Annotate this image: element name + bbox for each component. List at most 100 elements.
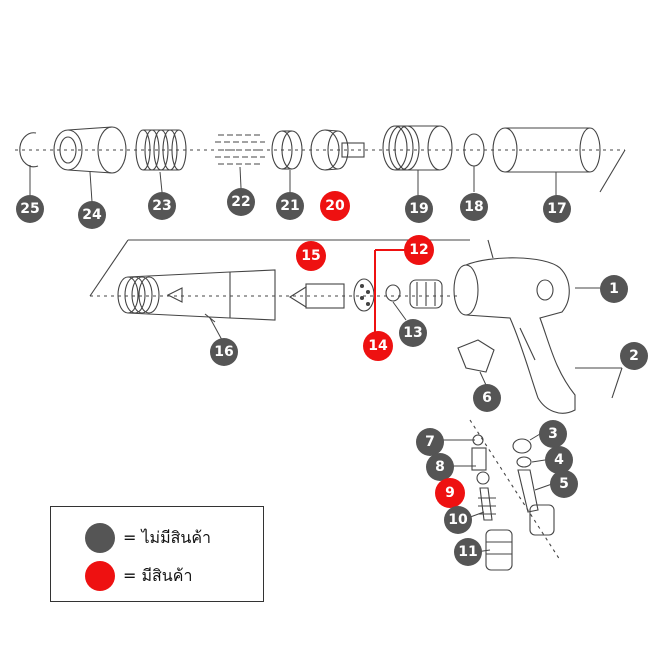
legend-unavailable-text: = ไม่มีสินค้า: [123, 527, 212, 547]
part-marker-circle: [399, 319, 427, 347]
part-marker-17: 17: [543, 195, 571, 223]
part-marker-circle: [543, 195, 571, 223]
part-marker-circle: [473, 384, 501, 412]
part-marker-label: 14: [368, 338, 388, 354]
part-marker-25: 25: [16, 195, 44, 223]
part-marker-label: 8: [435, 459, 445, 475]
part-20-drawing: [310, 129, 365, 171]
part-16-drawing: [117, 269, 276, 323]
legend-available-text: = มีสินค้า: [123, 565, 193, 585]
part-marker-8: 8: [426, 453, 454, 481]
part-marker-circle: [600, 275, 628, 303]
part-7-11-drawing: [458, 434, 513, 571]
part-marker-label: 13: [403, 325, 422, 341]
part-marker-label: 9: [445, 485, 455, 501]
part-marker-10: 10: [444, 506, 472, 534]
part-marker-label: 21: [280, 198, 299, 214]
part-marker-label: 10: [448, 512, 468, 528]
part-marker-label: 3: [548, 426, 558, 442]
part-1-drawing: [453, 239, 600, 414]
part-marker-16: 16: [210, 338, 238, 366]
part-marker-circle: [454, 538, 482, 566]
part-24-drawing: [53, 126, 127, 174]
legend-available-swatch: [85, 561, 115, 591]
part-6-drawing: [457, 339, 495, 373]
part-15-drawing: [288, 283, 345, 309]
part-marker-21: 21: [276, 192, 304, 220]
part-marker-circle: [416, 428, 444, 456]
part-marker-circle: [148, 192, 176, 220]
part-marker-label: 15: [301, 248, 320, 264]
part-marker-label: 22: [231, 194, 250, 210]
part-marker-7: 7: [416, 428, 444, 456]
part-marker-label: 2: [629, 348, 639, 364]
part-marker-label: 16: [214, 344, 233, 360]
legend: = ไม่มีสินค้า = มีสินค้า: [50, 506, 264, 602]
part-25-drawing: [19, 132, 39, 168]
part-23-drawing: [135, 129, 187, 171]
part-marker-22: 22: [227, 188, 255, 216]
part-13-drawing: [385, 284, 401, 302]
part-marker-14: 14: [363, 331, 393, 361]
part-marker-label: 18: [464, 199, 483, 215]
part-marker-circle: [320, 191, 350, 221]
part-marker-circle: [363, 331, 393, 361]
part-marker-label: 4: [554, 452, 564, 468]
part-marker-19: 19: [405, 195, 433, 223]
part-marker-label: 1: [609, 281, 619, 297]
part-marker-11: 11: [454, 538, 482, 566]
part-marker-circle: [444, 506, 472, 534]
part-2-leader-end: [611, 367, 623, 399]
legend-row-unavailable: = ไม่มีสินค้า: [85, 523, 211, 553]
top-bracket-line: [599, 149, 626, 193]
part-marker-label: 11: [458, 544, 477, 560]
part-marker-circle: [539, 420, 567, 448]
part-17-drawing: [492, 127, 601, 173]
part-marker-circle: [16, 195, 44, 223]
part-marker-circle: [405, 195, 433, 223]
part-3-5-drawing: [469, 419, 561, 561]
part-marker-9: 9: [435, 478, 465, 508]
part-marker-circle: [435, 478, 465, 508]
part-marker-label: 6: [482, 390, 492, 406]
part-marker-23: 23: [148, 192, 176, 220]
part-marker-label: 12: [409, 242, 428, 258]
legend-row-available: = มีสินค้า: [85, 561, 192, 591]
part-marker-circle: [426, 453, 454, 481]
part-marker-24: 24: [78, 201, 106, 229]
part-marker-label: 25: [20, 201, 39, 217]
part-marker-label: 5: [559, 476, 569, 492]
part-21-drawing: [271, 130, 303, 170]
part-marker-circle: [78, 201, 106, 229]
part-marker-circle: [227, 188, 255, 216]
part-18-drawing: [463, 133, 485, 167]
part-22-drawing: [215, 134, 265, 165]
part-marker-circle: [210, 338, 238, 366]
part-marker-18: 18: [460, 193, 488, 221]
part-marker-1: 1: [600, 275, 628, 303]
part-marker-6: 6: [473, 384, 501, 412]
part-marker-circle: [276, 192, 304, 220]
part-marker-20: 20: [320, 191, 350, 221]
part-19-drawing: [382, 125, 453, 171]
part-marker-3: 3: [539, 420, 567, 448]
part-marker-4: 4: [545, 446, 573, 474]
leader-lines: [29, 165, 557, 553]
part-marker-circle: [545, 446, 573, 474]
part-marker-circle: [620, 342, 648, 370]
part-marker-2: 2: [620, 342, 648, 370]
part-marker-5: 5: [550, 470, 578, 498]
middle-bracket-line: [89, 239, 129, 297]
part-marker-12: 12: [404, 235, 434, 265]
part-marker-circle: [404, 235, 434, 265]
part-14-drawing: [353, 278, 375, 312]
part-marker-circle: [550, 470, 578, 498]
part-marker-label: 24: [82, 207, 102, 223]
part-12-drawing: [409, 279, 443, 309]
part-marker-label: 23: [152, 198, 171, 214]
line-art: [15, 125, 626, 571]
part-markers: 1234567891011121314151617181920212223242…: [16, 188, 648, 566]
part-marker-circle: [460, 193, 488, 221]
